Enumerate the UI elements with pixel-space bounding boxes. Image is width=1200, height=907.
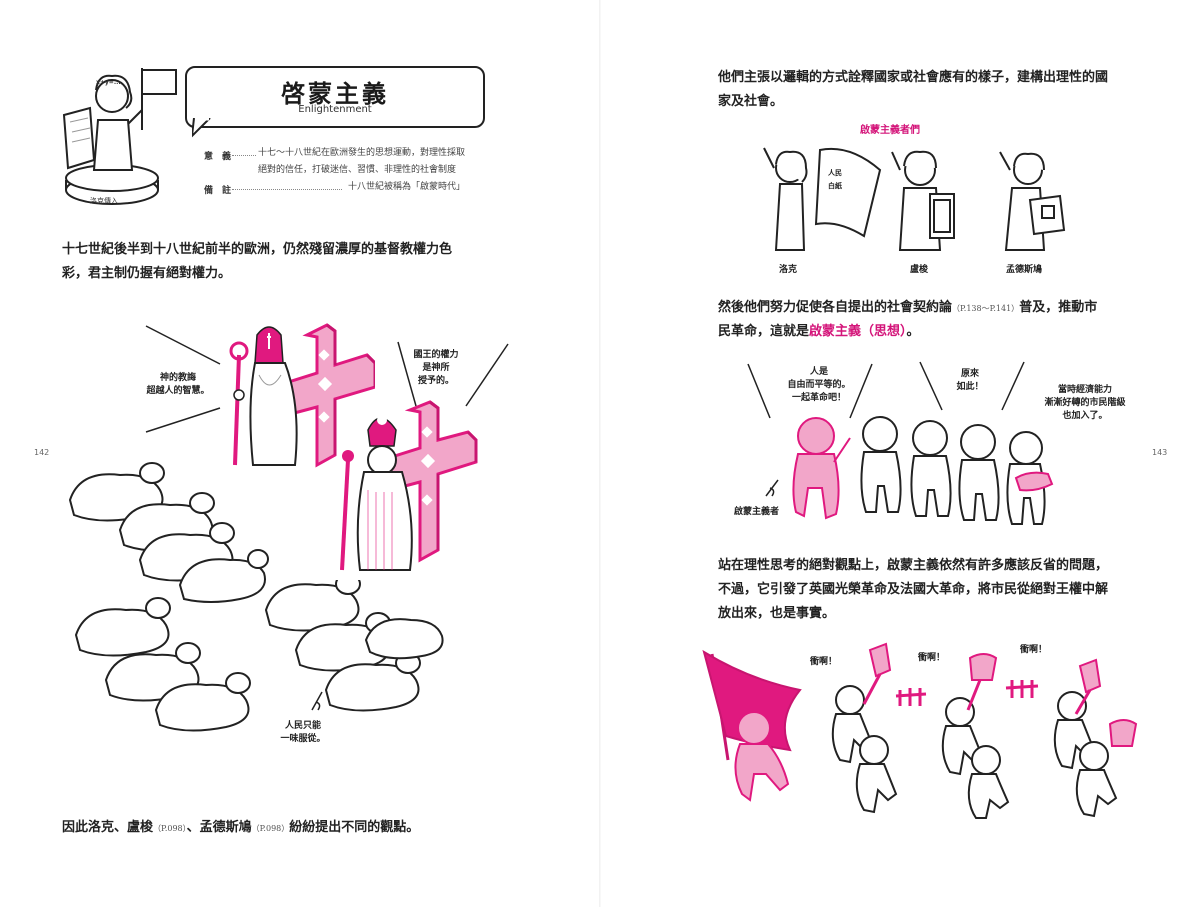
revolution-crowd-illustration — [792, 416, 1054, 525]
page-reference: （P.098） — [251, 824, 290, 833]
paragraph-line: 十七世紀後半到十八世紀前半的歐洲，仍然殘留濃厚的基督教權力色 — [62, 242, 453, 257]
note-text: 十八世紀被稱為「啟蒙時代」 — [348, 182, 466, 192]
paragraph-line: 不過，它引發了英國光榮革命及法國大革命，將市民從絕對王權中解 — [718, 582, 1109, 597]
page-number: 143 — [1152, 448, 1168, 457]
dotted-leader — [232, 155, 256, 156]
page-reference: （P.098） — [153, 824, 187, 833]
shout-text: 衝啊！ — [1020, 645, 1048, 655]
scroll-text: 人民 白紙 — [828, 169, 842, 190]
name-rousseau: 盧梭 — [127, 820, 154, 835]
church-speech-bubble: 神的教誨 超越人的智慧。 — [146, 373, 210, 396]
king-with-cross-illustration — [340, 400, 478, 571]
closing-text: 因此 — [62, 820, 89, 835]
speech-lines-left — [145, 325, 221, 433]
paragraph-line: 民革命，這就是啟蒙主義（思想）。 — [718, 320, 920, 344]
name-locke: 洛克 — [88, 820, 115, 835]
paragraph-line: 站在理性思考的絕對觀點上，啟蒙主義依然有許多應該反省的問題， — [718, 554, 1108, 578]
paragraph-text: 。 — [906, 324, 920, 339]
term-enlightenment: 啟蒙主義（思想） — [809, 324, 907, 339]
kneeling-people-illustration — [74, 580, 444, 732]
thinker-label-locke: 洛克 — [779, 265, 798, 275]
kneeling-people-illustration — [68, 462, 269, 603]
dotted-leader — [232, 189, 342, 190]
definition-text-2: 絕對的信任，打破迷信、習慣、非理性的社會制度 — [258, 165, 457, 175]
revolution-charge-illustration — [702, 642, 1138, 819]
agree-speech-bubble: 原來 如此！ — [956, 369, 984, 392]
locke-statue-illustration — [62, 68, 177, 205]
book-gutter — [599, 0, 601, 907]
definition-label: 意 義 — [204, 152, 232, 162]
equality-speech-bubble: 人是 自由而平等的。 一起革命吧！ — [787, 367, 851, 403]
closing-text: 、 — [186, 820, 200, 835]
page-number: 142 — [34, 448, 50, 457]
term-enlightenment: 啟蒙主義 — [887, 558, 940, 573]
note-label: 備 註 — [204, 186, 232, 196]
definition-text-1: 十七～十八世紀在歐洲發生的思想運動，對理性採取 — [258, 148, 466, 158]
paragraph-line: 放出來，也是事實。 — [718, 606, 836, 621]
title-box: 啓蒙主義 Enlightenment — [185, 66, 485, 128]
closing-text: 紛紛提出不同的觀點。 — [289, 820, 420, 835]
right-page: 他們主張以邏輯的方式詮釋國家或社會應有的樣子，建構出理性的國 家及社會。 啟蒙主… — [600, 0, 1200, 907]
closing-paragraph: 因此洛克、盧梭（P.098）、孟德斯鳩（P.098）紛紛提出不同的觀點。 — [62, 816, 419, 841]
paragraph-text: 站在理性思考的絕對觀點上， — [718, 558, 888, 573]
speech-lines-equal — [747, 363, 873, 419]
shout-text: 衝啊！ — [810, 657, 838, 667]
paragraph-text: 民革命，這就是 — [718, 324, 810, 339]
shout-text: 衝啊！ — [918, 653, 946, 663]
speech-tail-icon — [192, 118, 211, 138]
speech-lines-agree — [919, 361, 1025, 411]
page-reference: （P.138～P.141） — [952, 304, 1020, 313]
statue-flag-text: x+y=... — [96, 79, 121, 86]
paragraph-line: 家及社會。 — [718, 94, 784, 109]
sweat-mark-icon — [765, 479, 779, 497]
closing-text: 、 — [114, 820, 128, 835]
sweat-mark-icon — [311, 691, 323, 711]
enlightenment-thinkers-illustration — [763, 147, 1066, 251]
paragraph-line: 然後他們努力促使各自提出的社會契約論（P.138～P.141）普及，推動市 — [718, 296, 1097, 321]
term-social-contract: 社會契約論 — [887, 300, 953, 315]
paragraph-text: 依然有許多應該反省的問題， — [939, 558, 1109, 573]
name-montesquieu: 孟德斯鳩 — [199, 820, 252, 835]
statue-label: 洛克傳入 — [90, 197, 118, 205]
thinker-label-rousseau: 盧梭 — [910, 265, 929, 275]
thinker-label-montesquieu: 孟德斯鳩 — [1006, 265, 1043, 275]
paragraph-text: 普及，推動市 — [1019, 300, 1098, 315]
enlightener-label: 啟蒙主義者 — [734, 507, 780, 517]
paragraph-line: 彩，君主制仍握有絕對權力。 — [62, 266, 232, 281]
citizens-speech-bubble: 當時經濟能力 漸漸好轉的市民階級 也加入了。 — [1044, 385, 1126, 421]
thinkers-heading: 啟蒙主義者們 — [860, 125, 920, 136]
paragraph-text: 然後他們努力促使各自提出的 — [718, 300, 888, 315]
page-title: 啓蒙主義 — [281, 80, 389, 108]
speech-lines-right — [397, 341, 509, 407]
paragraph-line: 他們主張以邏輯的方式詮釋國家或社會應有的樣子，建構出理性的國 — [718, 70, 1109, 85]
people-speech-bubble: 人民只能 一味服從。 — [280, 721, 326, 744]
bishop-with-cross-illustration — [229, 323, 375, 468]
page-subtitle: Enlightenment — [298, 104, 372, 115]
king-speech-bubble: 國王的權力 是神所 授予的。 — [413, 350, 459, 386]
left-page: x+y=... 洛克傳入 啓蒙主義 Enlightenment 意 義 十七～十… — [34, 66, 509, 841]
